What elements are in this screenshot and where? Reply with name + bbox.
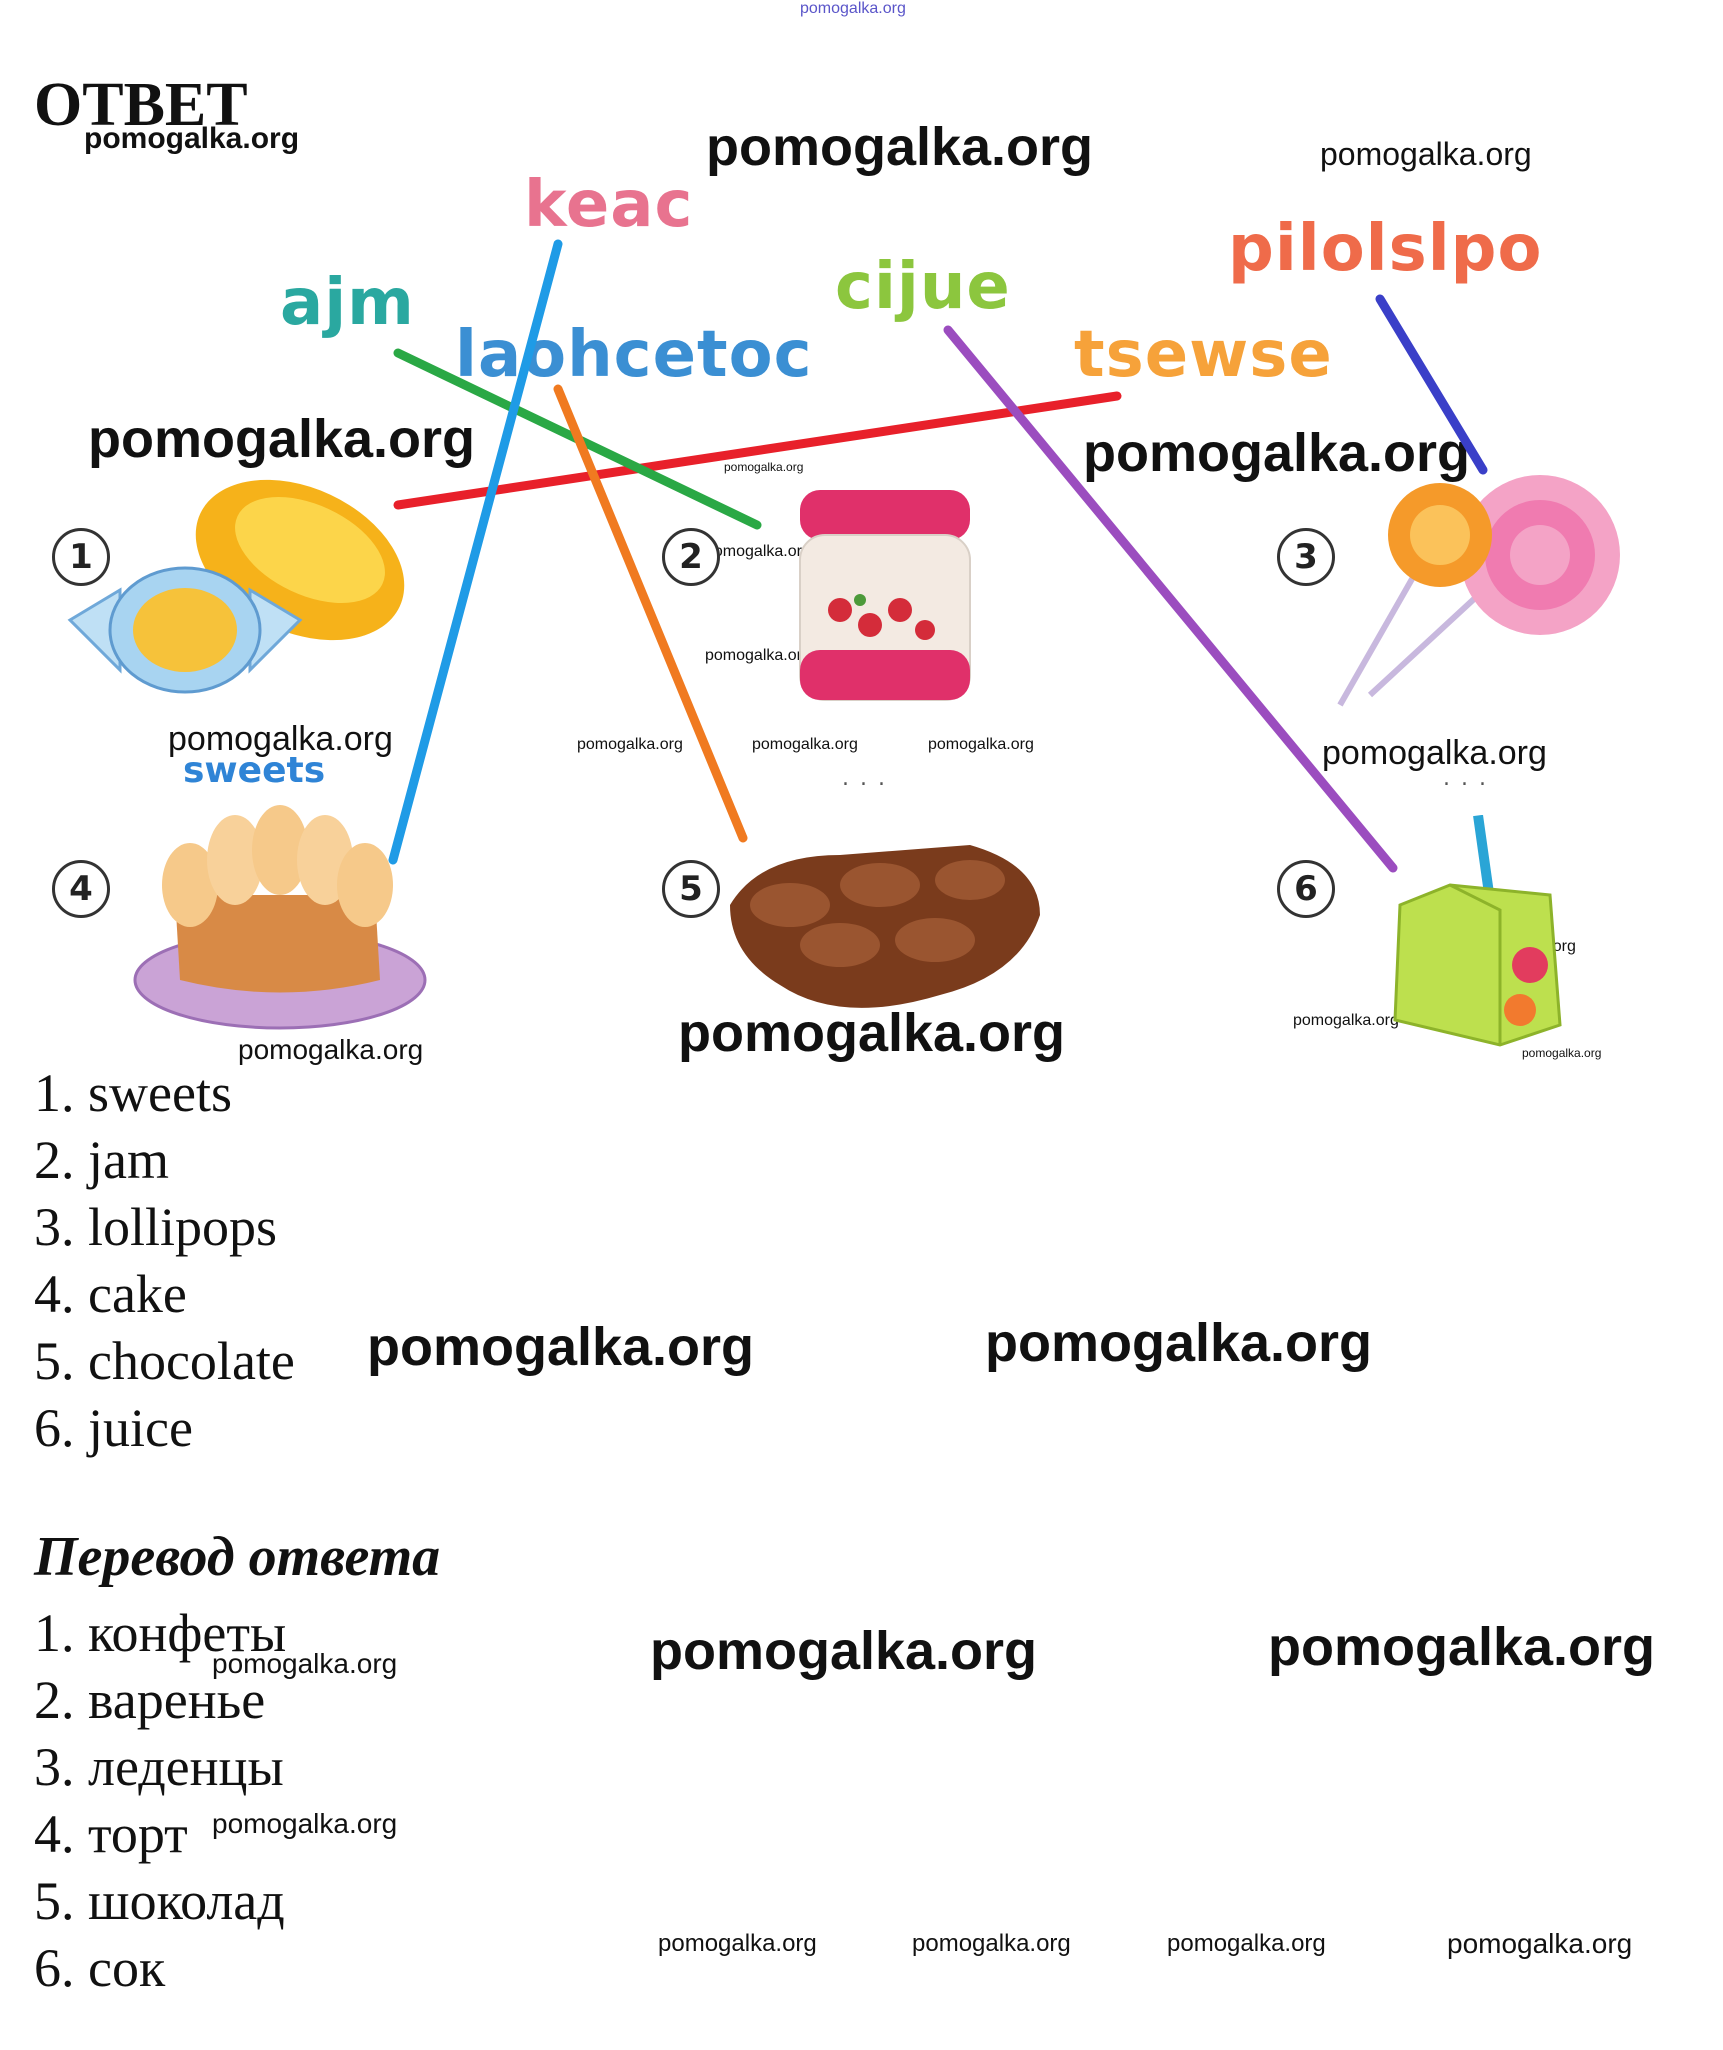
number-badge-6: 6 xyxy=(1277,860,1335,918)
translation-item: 4. торт xyxy=(34,1804,188,1864)
scrambled-word-keac: keac xyxy=(524,168,694,242)
example-word: sweets xyxy=(183,750,326,791)
watermark: pomogalka.org xyxy=(1268,1617,1656,1677)
watermark: pomogalka.org xyxy=(752,736,858,753)
juice-box-picture xyxy=(1393,815,1562,1047)
lollipops-picture xyxy=(1337,475,1620,707)
translation-list: 1. конфеты 2. варенье 3. леденцы 4. торт… xyxy=(34,1600,286,2002)
match-line-red xyxy=(393,391,1122,510)
answer-item: 6. juice xyxy=(34,1398,193,1458)
answer-item: 3. lollipops xyxy=(34,1197,278,1257)
watermark: pomogalka.org xyxy=(928,736,1034,753)
watermark: pomogalka.org xyxy=(212,1808,398,1839)
watermark: pomogalka.org xyxy=(1083,423,1471,483)
answer-item: 1. sweets xyxy=(34,1063,232,1123)
watermark: pomogalka.org xyxy=(577,736,683,753)
scrambled-word-cijue: cijue xyxy=(835,250,1011,324)
chocolate-picture xyxy=(730,845,1040,1008)
watermark: pomogalka.org xyxy=(1447,1928,1633,1959)
watermark: pomogalka.org xyxy=(650,1621,1038,1681)
answer-item: 5. chocolate xyxy=(34,1331,295,1391)
match-line-navy xyxy=(1375,294,1488,475)
watermark: pomogalka.org xyxy=(1293,1012,1399,1029)
top-watermark: pomogalka.org xyxy=(800,0,906,17)
jam-jar-picture xyxy=(799,490,971,701)
watermark: pomogalka.org xyxy=(238,1034,424,1065)
watermark: pomogalka.org xyxy=(88,409,476,469)
number-badge-5: 5 xyxy=(662,860,720,918)
candy-picture xyxy=(67,479,405,694)
watermark: pomogalka.org xyxy=(706,117,1094,177)
match-line-orange xyxy=(553,384,748,843)
watermark: pomogalka.org xyxy=(678,1003,1066,1063)
watermark: pomogalka.org xyxy=(1522,1046,1602,1060)
watermark: pomogalka.org xyxy=(1322,734,1547,772)
watermark: pomogalka.org xyxy=(658,1930,817,1957)
answer-item: 4. cake xyxy=(34,1264,187,1324)
number-badge-2: 2 xyxy=(662,528,720,586)
number-badge-4: 4 xyxy=(52,860,110,918)
watermark: pomogalka.org xyxy=(367,1317,755,1377)
answer-list: 1. sweets 2. jam 3. lollipops 4. cake 5.… xyxy=(34,1060,295,1462)
ellipsis: . . . xyxy=(842,766,887,791)
watermark: pomogalka.org xyxy=(724,460,804,474)
scrambled-word-laohcetoc: laohcetoc xyxy=(455,318,813,392)
watermark: pomogalka.org xyxy=(168,720,393,758)
translation-item: 3. леденцы xyxy=(34,1737,284,1797)
cake-picture xyxy=(133,805,427,1030)
translation-item: 2. варенье xyxy=(34,1670,266,1730)
answer-item: 2. jam xyxy=(34,1130,169,1190)
match-line-blue xyxy=(388,239,563,865)
watermark: pomogalka.org xyxy=(1167,1930,1326,1957)
match-line-purple xyxy=(943,325,1398,873)
translation-item: 6. сок xyxy=(34,1938,166,1998)
watermark: pomogalka.org xyxy=(912,1930,1071,1957)
scrambled-word-pilolslpo: pilolslpo xyxy=(1228,212,1543,286)
scrambled-word-tsewse: tsewse xyxy=(1074,318,1333,392)
ellipsis: . . . xyxy=(1443,766,1488,791)
watermark: pomogalka.org xyxy=(1320,136,1532,172)
scrambled-word-ajm: ajm xyxy=(280,266,415,340)
watermark: pomogalka.org xyxy=(705,647,811,664)
number-badge-3: 3 xyxy=(1277,528,1335,586)
page-title: ОТВЕТ xyxy=(34,71,248,139)
translation-title: Перевод ответа xyxy=(34,1526,441,1588)
watermark: pomogalka.org xyxy=(985,1313,1373,1373)
number-badge-1: 1 xyxy=(52,528,110,586)
watermark: pomogalka.org xyxy=(212,1648,398,1679)
watermark: pomogalka.org xyxy=(84,122,300,155)
watermark: pomogalka.org xyxy=(705,543,811,560)
translation-item: 1. конфеты xyxy=(34,1603,287,1663)
translation-item: 5. шоколад xyxy=(34,1871,285,1931)
